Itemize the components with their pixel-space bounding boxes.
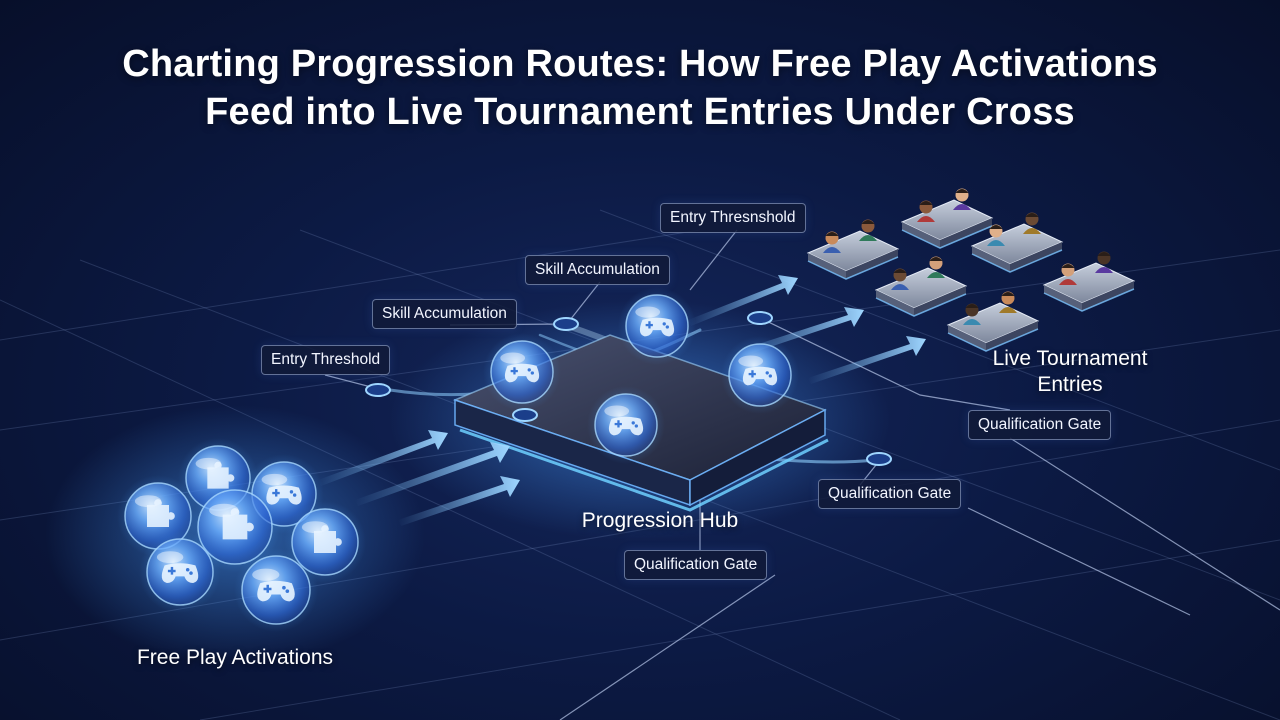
- avatar-icon: [917, 200, 935, 222]
- free-play-orbs: [117, 438, 366, 632]
- title-line-2: Feed into Live Tournament Entries Under …: [205, 91, 1075, 133]
- avatar-icon: [927, 256, 945, 278]
- gamepad-icon: [639, 317, 675, 337]
- tournament-entry-platform: [806, 219, 900, 280]
- tournament-entry-platform: [946, 291, 1040, 352]
- tournament-entry-platform: [900, 188, 994, 249]
- avatar-icon: [1059, 263, 1077, 285]
- avatar-icon: [823, 231, 841, 253]
- gamepad-icon: [742, 366, 778, 386]
- page-title: Charting Progression Routes: How Free Pl…: [40, 40, 1240, 136]
- avatar-icon: [859, 219, 877, 241]
- live-tournament-entries-label: Live Tournament Entries: [940, 346, 1200, 398]
- avatar-icon: [953, 188, 971, 210]
- hub-orbs: [483, 287, 799, 464]
- avatar-icon: [999, 291, 1017, 313]
- hub-orb: [618, 287, 696, 365]
- hub-orb: [587, 386, 665, 464]
- tournament-entry-platform: [1042, 251, 1136, 312]
- live-tournament-line-2: Entries: [1037, 373, 1103, 396]
- tournament-entry-platform: [970, 212, 1064, 273]
- qualification-gate-label-bottom: Qualification Gate: [624, 550, 768, 580]
- qualification-gate-label-middle: Qualification Gate: [818, 479, 962, 509]
- skill-accumulation-label-top: Skill Accumulation: [525, 255, 670, 285]
- puzzle-icon: [314, 525, 342, 553]
- live-tournament-line-1: Live Tournament: [992, 347, 1148, 370]
- puzzle-icon: [207, 461, 235, 489]
- gamepad-icon: [161, 563, 199, 583]
- qualification-gate-label-right: Qualification Gate: [968, 410, 1112, 440]
- free-play-orb: [139, 531, 221, 613]
- entry-threshold-label: Entry Threshold: [261, 345, 391, 375]
- puzzle-icon: [147, 499, 175, 527]
- avatar-icon: [987, 224, 1005, 246]
- progression-hub-label: Progression Hub: [581, 509, 739, 532]
- gamepad-icon: [608, 416, 644, 436]
- entry-threshold-label-top: Entry Thresnshold: [660, 203, 806, 233]
- title-line-1: Charting Progression Routes: How Free Pl…: [122, 43, 1158, 85]
- avatar-icon: [1023, 212, 1041, 234]
- tournament-platforms: [806, 188, 1136, 352]
- avatar-icon: [963, 303, 981, 325]
- gamepad-icon: [266, 485, 302, 505]
- hub-orb: [721, 336, 799, 414]
- puzzle-icon: [222, 508, 254, 540]
- skill-accumulation-label-left: Skill Accumulation: [372, 299, 517, 329]
- free-play-orb: [234, 548, 318, 632]
- tournament-entry-platform: [874, 256, 968, 317]
- gamepad-icon: [504, 363, 540, 383]
- gamepad-icon: [257, 580, 295, 602]
- free-play-activations-label: Free Play Activations: [136, 646, 334, 669]
- free-play-orb: [284, 501, 366, 583]
- avatar-icon: [891, 268, 909, 290]
- avatar-icon: [1095, 251, 1113, 273]
- hub-orb: [483, 333, 561, 411]
